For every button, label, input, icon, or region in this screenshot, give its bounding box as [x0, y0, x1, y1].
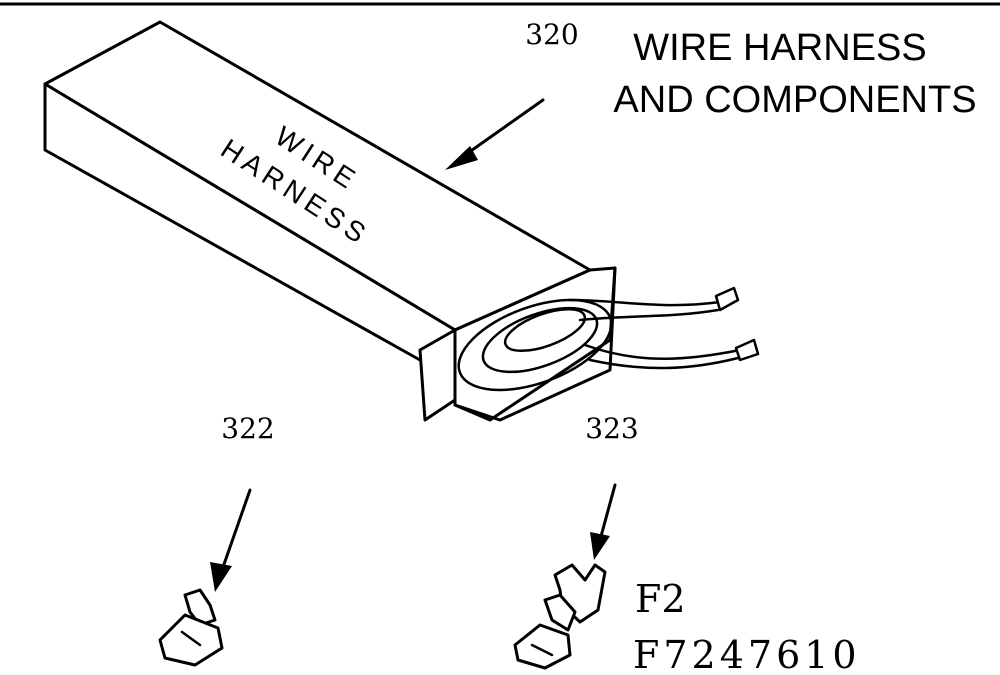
arrow-322 — [210, 488, 252, 592]
part-number-320: 320 — [525, 18, 578, 51]
figure-id: F2 — [635, 577, 686, 621]
terminal-323 — [513, 563, 607, 670]
wire-harness-box — [43, 20, 760, 422]
title-line-1: WIRE HARNESS — [633, 27, 926, 69]
arrow-320 — [445, 98, 545, 170]
terminal-322 — [158, 588, 224, 667]
part-number-322: 322 — [221, 412, 274, 445]
part-number-323: 323 — [585, 412, 638, 445]
title-line-2: AND COMPONENTS — [613, 79, 976, 121]
arrow-323 — [590, 483, 617, 560]
figure-code: F7247610 — [633, 633, 861, 675]
